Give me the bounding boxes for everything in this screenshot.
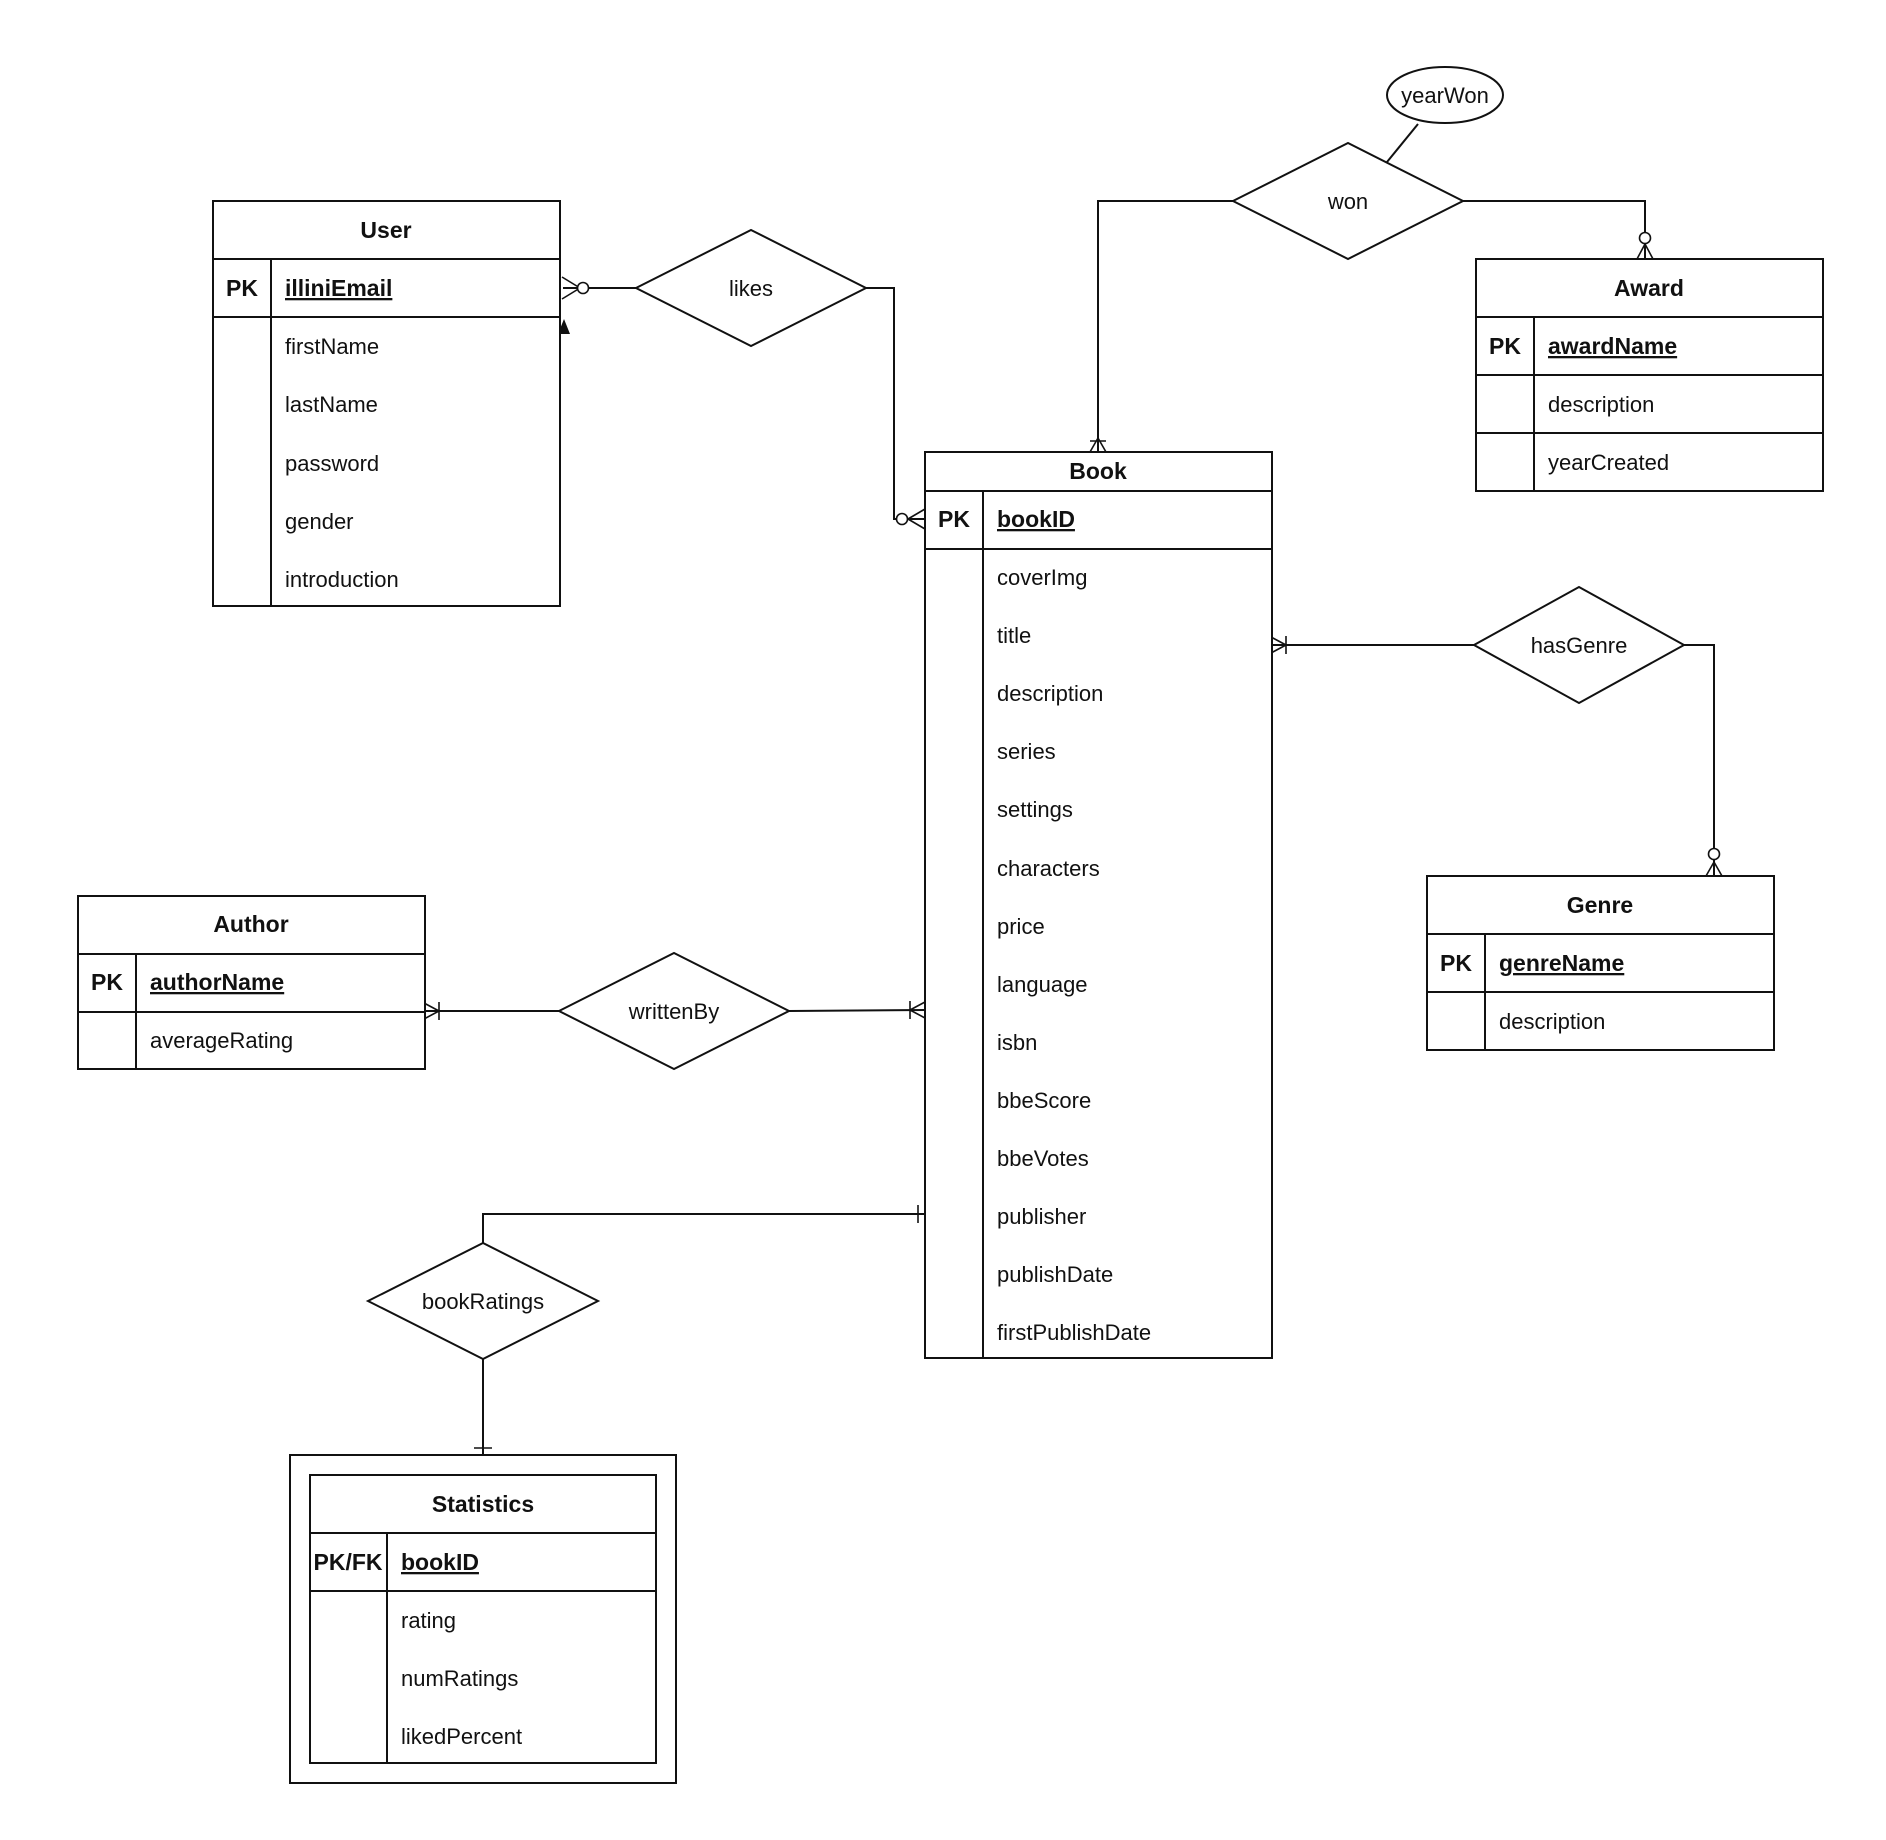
relationship-label: won xyxy=(1327,189,1368,214)
key-label: PK xyxy=(938,506,970,532)
attribute: gender xyxy=(285,509,354,534)
hasgenre-connector xyxy=(1684,644,1715,876)
entity-title: Statistics xyxy=(432,1491,534,1517)
entity-book: Book PK bookID coverImg title descriptio… xyxy=(924,451,1273,1359)
relationship-writtenby: writtenBy xyxy=(556,951,792,1071)
entity-user: User PK illiniEmail firstName lastName p… xyxy=(212,200,561,607)
attribute: isbn xyxy=(997,1030,1037,1055)
key-label: PK/FK xyxy=(314,1549,383,1575)
bookratings-connector xyxy=(482,1213,925,1243)
attribute: series xyxy=(997,739,1056,764)
attribute: publishDate xyxy=(997,1262,1113,1287)
crow-foot-one-many-book-genre xyxy=(1270,636,1287,654)
attribute: title xyxy=(997,623,1031,648)
relationship-label: bookRatings xyxy=(422,1289,544,1314)
crow-foot-one-many-author xyxy=(423,1002,440,1020)
crow-foot-zero-many-genre xyxy=(1705,847,1723,877)
attribute: description xyxy=(1548,392,1654,417)
relationship-won: won xyxy=(1230,141,1466,261)
attribute: averageRating xyxy=(150,1028,293,1053)
likes-connector xyxy=(866,287,925,520)
key-label: PK xyxy=(1440,950,1472,976)
entity-author: Author PK authorName averageRating xyxy=(77,895,426,1070)
attribute: numRatings xyxy=(401,1666,518,1691)
attribute: settings xyxy=(997,797,1073,822)
crow-foot-zero-many-book-likes xyxy=(895,508,926,530)
attribute: lastName xyxy=(285,392,378,417)
attribute: firstName xyxy=(285,334,379,359)
attribute: yearCreated xyxy=(1548,450,1669,475)
relationship-label: hasGenre xyxy=(1531,633,1628,658)
relationship-label: likes xyxy=(729,276,773,301)
entity-statistics: Statistics PK/FK bookID rating numRating… xyxy=(289,1454,677,1784)
attribute: bbeScore xyxy=(997,1088,1091,1113)
attribute: introduction xyxy=(285,567,399,592)
key-label: PK xyxy=(91,969,123,995)
attribute: characters xyxy=(997,856,1100,881)
primary-key: bookID xyxy=(997,506,1075,532)
entity-award: Award PK awardName description yearCreat… xyxy=(1475,258,1824,492)
primary-key: authorName xyxy=(150,969,284,995)
entity-title: Author xyxy=(213,911,288,937)
primary-key: genreName xyxy=(1499,950,1624,976)
yearwon-connector xyxy=(1386,123,1419,163)
attribute: publisher xyxy=(997,1204,1086,1229)
crow-foot-zero-many-user xyxy=(561,276,590,300)
key-label: PK xyxy=(226,275,258,301)
attribute: rating xyxy=(401,1608,456,1633)
attribute: password xyxy=(285,451,379,476)
crow-foot-one-many-book-author xyxy=(909,1001,926,1019)
relationship-label: writtenBy xyxy=(628,999,719,1024)
attribute: language xyxy=(997,972,1088,997)
primary-key: awardName xyxy=(1548,333,1677,359)
attribute: price xyxy=(997,914,1045,939)
attribute: firstPublishDate xyxy=(997,1320,1151,1345)
attribute: description xyxy=(1499,1009,1605,1034)
attribute: bbeVotes xyxy=(997,1146,1089,1171)
won-connector xyxy=(1097,200,1233,452)
primary-key: bookID xyxy=(401,1549,479,1575)
key-label: PK xyxy=(1489,333,1521,359)
attribute: coverImg xyxy=(997,565,1087,590)
relationship-likes: likes xyxy=(633,228,869,348)
entity-genre: Genre PK genreName description xyxy=(1426,875,1775,1051)
entity-title: Genre xyxy=(1567,892,1633,918)
relationship-hasgenre: hasGenre xyxy=(1471,585,1687,705)
writtenby-connector xyxy=(788,1009,926,1012)
attribute-label: yearWon xyxy=(1401,83,1489,108)
attribute: likedPercent xyxy=(401,1724,522,1749)
entity-title: Award xyxy=(1614,275,1684,301)
crow-foot-one-many-book-won xyxy=(1089,437,1107,453)
primary-key: illiniEmail xyxy=(285,275,392,301)
crow-foot-zero-many-award xyxy=(1636,231,1654,260)
attribute: description xyxy=(997,681,1103,706)
won-connector xyxy=(1463,200,1646,259)
entity-title: User xyxy=(360,217,411,243)
entity-title: Book xyxy=(1069,458,1127,484)
relationship-bookratings: bookRatings xyxy=(365,1241,601,1361)
attribute-yearwon: yearWon xyxy=(1386,66,1504,124)
